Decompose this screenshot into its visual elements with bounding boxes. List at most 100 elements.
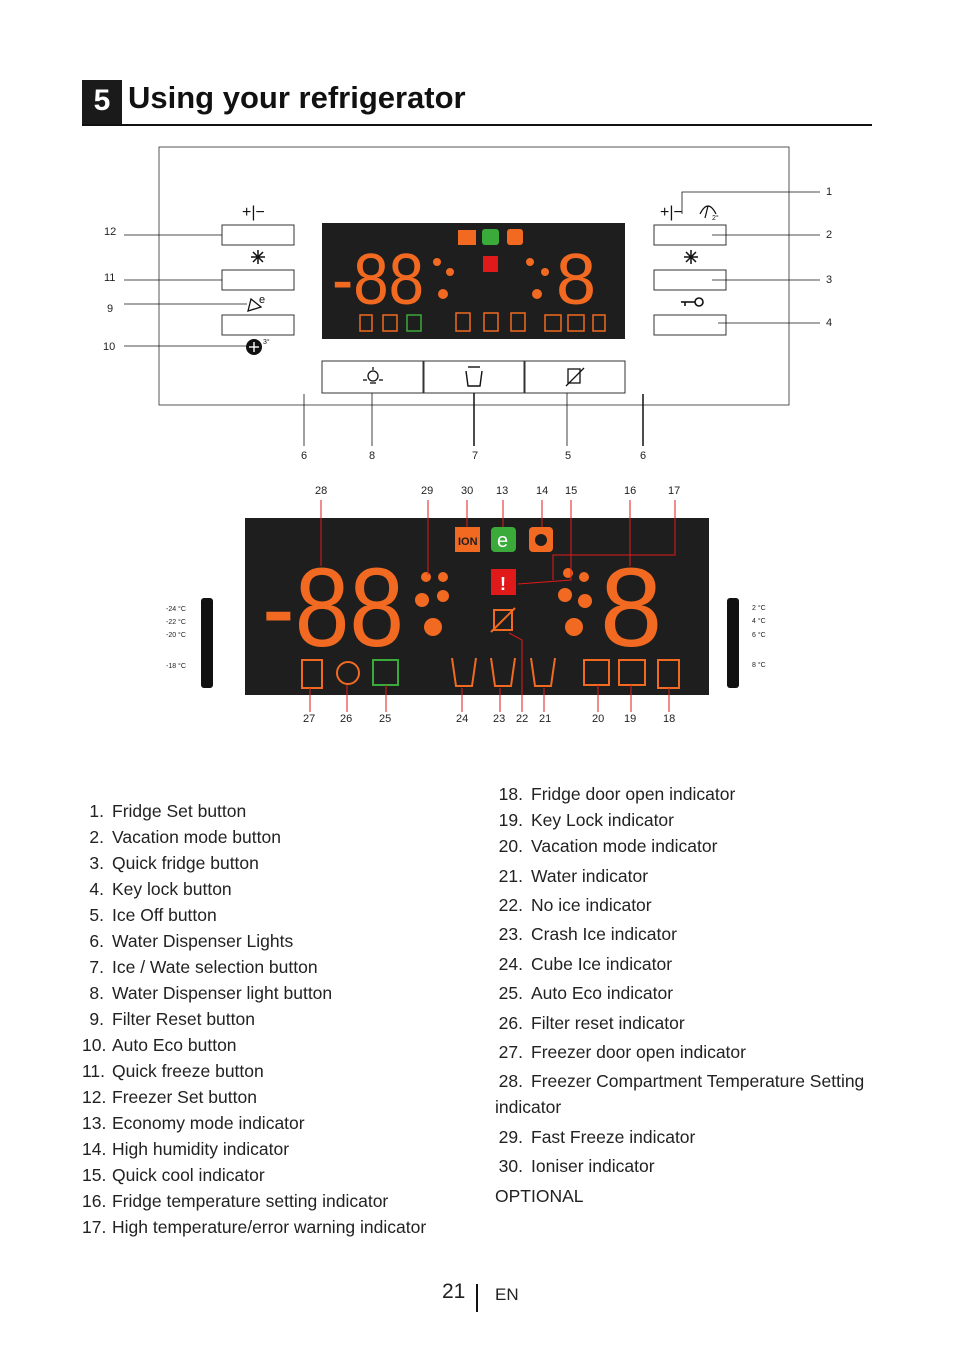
callout-19: 19 [624,713,636,725]
light-bulb-icon [363,367,383,384]
auto-eco-temp: 3° [263,338,270,346]
legend-item: 5.Ice Off button [82,902,216,928]
cube-ice-indicator [451,657,477,687]
ice-water-selection-button [423,360,525,394]
legend-item-number: 8. [89,983,104,1003]
key-icon [681,297,704,307]
legend-item-number: 4. [89,879,104,899]
legend-item-text: Fast Freeze indicator [531,1127,696,1147]
control-panel-diagram: +|− e 3° -88 8 [103,146,832,462]
legend-item-number: 26. [498,1013,523,1033]
legend-item-number: 7. [89,957,104,977]
legend-item-text: Auto Eco indicator [531,983,674,1003]
large-display-left-digits: -88 [262,545,404,670]
legend-item: 30. Ioniser indicator [495,1153,655,1179]
legend-item: 9.Filter Reset button [82,1006,255,1032]
legend-item-number: 16. [82,1191,107,1211]
small-humidity-indicator [507,229,523,245]
legend-item-text: Key Lock indicator [531,810,674,830]
legend-item: 27.Freezer door open indicator [495,1039,746,1065]
legend-item-number: 3. [89,853,104,873]
legend-item-text: Water indicator [531,866,649,886]
legend-item-number: 28. [498,1071,523,1091]
vacation-icon: 2° [699,205,719,222]
legend-item-number: 12. [82,1087,107,1107]
svg-text:e: e [259,294,265,306]
legend-item-text: Quick fridge button [112,853,259,873]
callout-26: 26 [340,713,352,725]
crash-ice-indicator [490,657,516,687]
legend-item: 10.Auto Eco button [82,1032,237,1058]
legend-item-text: Vacation mode indicator [531,836,718,856]
callout-12: 12 [104,226,116,238]
page-number: 21 [442,1280,466,1303]
legend-item-text: Freezer Compartment Temperature Setting [531,1071,865,1091]
display-diagram: -88 8 ION e ! -24 °C -22 °C -20 °C -18 °… [166,485,766,725]
callout-17: 17 [668,485,680,497]
callout-28: 28 [315,485,327,497]
freezer-set-button [221,224,295,246]
legend-item-number: 23. [498,924,523,944]
legend-item: indicator [495,1094,561,1120]
legend-item-text: Freezer door open indicator [531,1042,746,1062]
legend-item: 11.Quick freeze button [82,1058,264,1084]
key-lock-button [653,314,727,336]
legend-item-text: Ice / Wate selection button [112,957,318,977]
legend-item-number: 21. [498,866,523,886]
callout-27: 27 [303,713,315,725]
eco-label: e [497,530,508,552]
freezer-scale-label-2: -20 °C [166,631,186,639]
legend-item-number: 1. [89,801,104,821]
freezer-scale-label-3: -18 °C [166,662,186,670]
legend-item: 4. Key lock button [82,876,232,902]
legend-item: 21. Water indicator [495,863,648,889]
fridge-scale-label-0: 2 °C [752,604,766,612]
legend-item: 18.Fridge door open indicator [495,781,736,807]
ion-indicator [455,527,480,552]
quick-fridge-icon [684,250,698,264]
legend-item-text: Water Dispenser Lights [112,931,294,951]
legend-item-number: 17. [82,1217,107,1237]
warning-label: ! [500,574,506,594]
legend-item: 22.No ice indicator [495,892,652,918]
legend-item: 3. Quick fridge button [82,850,259,876]
legend-item: 20.Vacation mode indicator [495,833,718,859]
legend-item-number: 18. [498,784,523,804]
legend-item-number: 24. [498,954,523,974]
section-number: 5 [82,80,122,124]
callout-6b: 6 [640,450,646,462]
legend-item-text: Ioniser indicator [531,1156,655,1176]
legend-item: 7. Ice / Wate selection button [82,954,318,980]
legend-item: 28. Freezer Compartment Temperature Setti… [495,1068,865,1094]
fridge-scale-bar [727,598,739,688]
callout-15: 15 [565,485,577,497]
legend-item: 25.Auto Eco indicator [495,980,673,1006]
callout-21: 21 [539,713,551,725]
legend-item-text: Fridge Set button [112,801,247,821]
fridge-scale-label-2: 6 °C [752,631,766,639]
callout-22: 22 [516,713,528,725]
legend-item: 14.High humidity indicator [82,1136,289,1162]
legend-item: 6.Water Dispenser Lights [82,928,293,954]
display-leader-lines [309,500,676,712]
small-bottom-indicators [359,312,606,332]
quick-freeze-button [221,269,295,291]
legend-item-text: Auto Eco button [112,1035,237,1055]
legend-item-text: Freezer Set button [112,1087,257,1107]
legend-item: 29.Fast Freeze indicator [495,1124,696,1150]
legend-item-number: 30. [498,1156,523,1176]
callout-18: 18 [663,713,675,725]
legend-item-number: 19. [498,810,523,830]
ion-label: ION [458,536,478,548]
legend-item-number: 14. [82,1139,107,1159]
legend-item-number: 15. [82,1165,107,1185]
legend-item-text: Key lock button [112,879,232,899]
legend-item-text: Filter reset indicator [531,1013,685,1033]
filter-reset-button [221,314,295,336]
legend-item: 23.Crash Ice indicator [495,921,677,947]
legend-item: 26. Filter reset indicator [495,1010,685,1036]
callout-8: 8 [369,450,375,462]
small-ion-indicator [458,230,476,245]
legend-item-text: No ice indicator [531,895,652,915]
